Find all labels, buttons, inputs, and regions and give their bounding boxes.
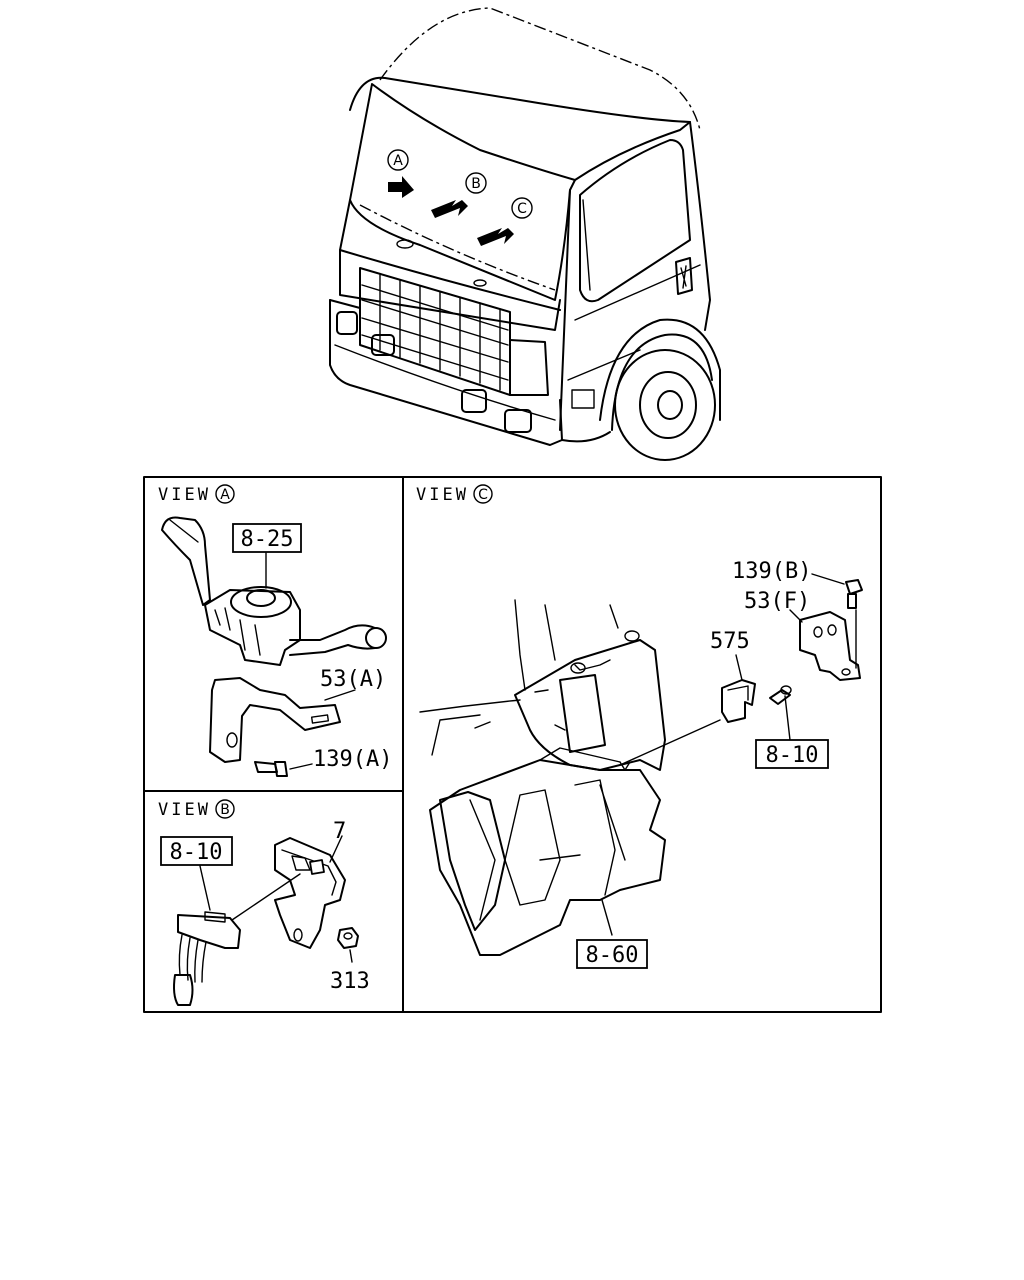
bolt-139b: 139(B) xyxy=(732,559,863,669)
ref-8-10-callout-c: 8-10 xyxy=(755,739,829,769)
bracket-53a: 53(A) xyxy=(209,667,386,763)
arrow-icon xyxy=(477,228,514,246)
screw xyxy=(769,685,792,741)
view-c-title: VIEW xyxy=(416,485,469,505)
label-575: 575 xyxy=(710,629,750,654)
view-c-marker: C xyxy=(478,487,488,503)
view-c-panel: VIEW C xyxy=(416,484,863,969)
bracket-7: 7 xyxy=(274,819,346,949)
combination-switch xyxy=(161,516,387,666)
svg-text:A: A xyxy=(393,153,403,169)
arrow-icon xyxy=(431,200,468,218)
svg-text:8-60: 8-60 xyxy=(586,943,639,968)
unit-assembly xyxy=(419,599,721,956)
ref-8-25-callout: 8-25 xyxy=(232,523,302,553)
label-7: 7 xyxy=(333,819,346,844)
view-a-panel: VIEW A 8-25 53(A) xyxy=(158,484,392,777)
truck-marker-b: B xyxy=(431,172,487,218)
svg-text:B: B xyxy=(471,176,481,192)
svg-text:8-10: 8-10 xyxy=(170,840,223,865)
view-b-panel: VIEW B 8-10 7 xyxy=(158,799,370,1006)
truck-marker-c: C xyxy=(477,197,533,246)
label-313: 313 xyxy=(330,969,370,994)
label-139a: 139(A) xyxy=(313,747,392,772)
bolt-139a: 139(A) xyxy=(254,747,392,777)
view-a-marker: A xyxy=(220,487,230,503)
truck-marker-a: A xyxy=(387,149,414,198)
label-53f: 53(F) xyxy=(744,589,810,614)
label-53a: 53(A) xyxy=(320,667,386,692)
label-139b: 139(B) xyxy=(732,559,811,584)
bracket-53f: 53(F) xyxy=(744,589,861,681)
truck-cab-illustration: A B C xyxy=(329,7,721,461)
connector-harness xyxy=(173,873,301,1006)
view-b-marker: B xyxy=(220,802,230,818)
ref-8-10-callout-b: 8-10 xyxy=(160,836,233,911)
svg-text:8-10: 8-10 xyxy=(766,743,819,768)
svg-text:8-25: 8-25 xyxy=(241,527,294,552)
clip-575: 575 xyxy=(710,629,756,723)
view-panels-frame xyxy=(143,476,882,1013)
arrow-icon xyxy=(388,176,414,198)
view-a-title: VIEW xyxy=(158,485,211,505)
nut-313: 313 xyxy=(330,927,370,994)
ref-8-60-callout: 8-60 xyxy=(576,939,648,969)
view-b-title: VIEW xyxy=(158,800,211,820)
svg-text:C: C xyxy=(517,201,527,217)
